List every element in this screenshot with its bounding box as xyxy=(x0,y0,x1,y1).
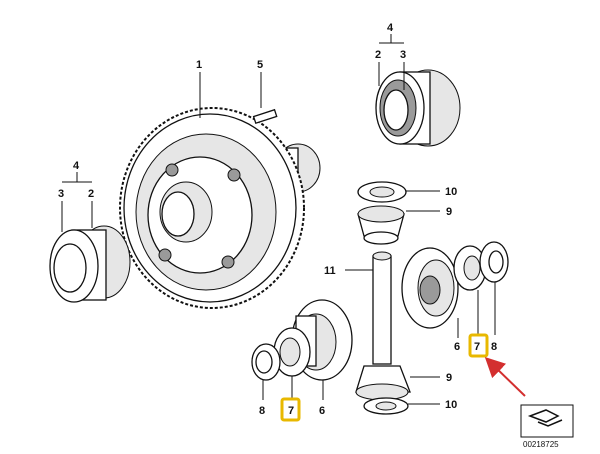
ring-gear-part[interactable] xyxy=(119,107,321,309)
label-3-left: 3 xyxy=(58,188,64,200)
catalog-symbol-icon xyxy=(527,409,563,427)
label-7-right: 7 xyxy=(474,341,480,353)
washer-left-8-part[interactable] xyxy=(251,343,281,381)
label-4-right: 4 xyxy=(387,22,394,34)
bearing-left-part[interactable] xyxy=(49,225,131,303)
label-8-left: 8 xyxy=(259,405,265,417)
label-6-left: 6 xyxy=(319,405,325,417)
washer-right-8-part[interactable] xyxy=(479,241,509,283)
cross-shaft-part[interactable] xyxy=(372,251,392,365)
label-4-left: 4 xyxy=(73,160,80,172)
red-arrow-icon xyxy=(484,357,526,397)
label-9-top: 9 xyxy=(446,206,452,218)
catalog-number: 00218725 xyxy=(523,440,559,449)
label-11: 11 xyxy=(324,265,336,277)
label-8-right: 8 xyxy=(491,341,497,353)
highlight-box-7-left xyxy=(280,397,301,422)
highlight-box-7-right xyxy=(468,333,489,358)
leader-lines xyxy=(61,34,496,405)
label-5: 5 xyxy=(257,59,263,71)
label-3-right: 3 xyxy=(400,49,406,61)
spider-gear-bottom-part[interactable] xyxy=(355,365,411,401)
label-9-bottom: 9 xyxy=(446,372,452,384)
washer-left-7-part[interactable] xyxy=(273,327,311,377)
label-7-left: 7 xyxy=(288,405,294,417)
pin-part[interactable] xyxy=(252,108,278,125)
washer-top-part[interactable] xyxy=(357,181,407,203)
side-gear-right-part[interactable] xyxy=(401,247,459,329)
label-2-right: 2 xyxy=(375,49,381,61)
catalog-badge: 00218725 xyxy=(520,404,574,449)
label-6-right: 6 xyxy=(454,341,460,353)
part-labels: 1 5 4 2 3 4 3 2 10 9 11 8 6 7 9 10 8 7 6 xyxy=(58,22,497,417)
label-1: 1 xyxy=(196,59,202,71)
spider-gear-top-part[interactable] xyxy=(357,205,405,245)
washer-bottom-part[interactable] xyxy=(363,397,409,415)
bearing-right-part[interactable] xyxy=(375,69,461,147)
label-10-top: 10 xyxy=(445,186,457,198)
label-10-bottom: 10 xyxy=(445,399,457,411)
label-2-left: 2 xyxy=(88,188,94,200)
